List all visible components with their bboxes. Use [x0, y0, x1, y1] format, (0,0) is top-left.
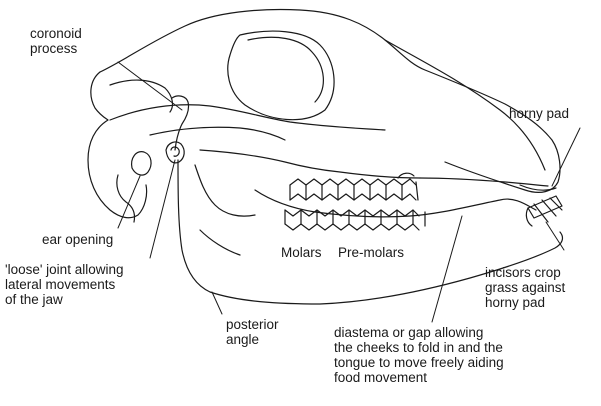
arch-lower	[150, 127, 285, 140]
horny-pad-outline	[520, 185, 556, 190]
zygomatic-arch	[110, 105, 385, 130]
orbit	[228, 31, 334, 120]
orbit-inner	[248, 37, 323, 102]
label-horny-pad: horny pad	[509, 106, 569, 121]
label-incisors: incisors crop grass against horny pad	[485, 265, 565, 310]
lower-teeth	[285, 210, 425, 230]
occiput	[88, 72, 147, 218]
jaw-line-small	[200, 230, 240, 255]
maxilla-border	[200, 150, 420, 178]
ear-process	[117, 175, 135, 222]
premaxilla	[420, 178, 548, 186]
label-coronoid-process: coronoid process	[30, 26, 82, 56]
nasal-line	[385, 40, 545, 170]
mandible-inner	[195, 165, 255, 216]
label-posterior-angle: posterior angle	[226, 317, 279, 347]
upper-teeth	[290, 173, 418, 200]
label-premolars: Pre-molars	[338, 245, 404, 260]
label-diastema: diastema or gap allowing the cheeks to f…	[334, 325, 504, 385]
incisors	[526, 196, 562, 226]
label-loose-joint: 'loose' joint allowing lateral movements…	[5, 262, 123, 307]
label-molars: Molars	[281, 245, 322, 260]
label-ear-opening: ear opening	[42, 232, 113, 247]
ear-opening	[132, 152, 151, 175]
